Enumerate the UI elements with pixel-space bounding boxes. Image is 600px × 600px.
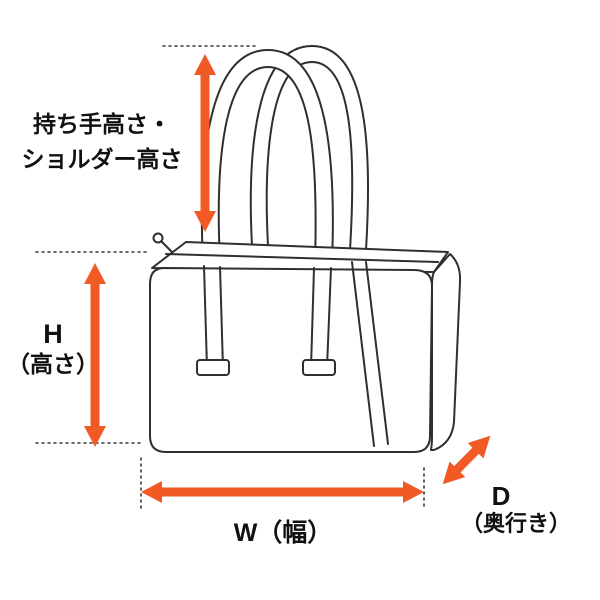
zipper-pull [160,240,173,253]
width-arrow [141,481,424,503]
front-straps [196,261,389,447]
height-symbol-label: H [43,319,63,349]
depth-name-label: （奥行き） [460,511,571,536]
height-name-label: （高さ） [7,351,99,377]
bag-front-panel [149,267,433,453]
back-handle [249,45,370,251]
bag-illustration [149,45,462,453]
width-label: W（幅） [233,519,333,547]
handle-height-label-line1: 持ち手高さ・ [33,111,171,137]
bag-side-panel [430,253,462,451]
back-strap-seam [351,261,375,447]
bag-top [151,232,449,273]
handle-height-label: 持ち手高さ・ ショルダー高さ [8,110,196,180]
back-strap-seam-2 [365,261,389,445]
depth-symbol-label: D [491,481,511,511]
extension-lines [35,45,425,509]
depth-arrow [442,435,491,485]
zipper-line [165,253,439,263]
height-arrow [84,263,106,447]
handle-height-label-line2: ショルダー高さ [21,145,183,172]
handle-height-arrow [194,54,216,232]
